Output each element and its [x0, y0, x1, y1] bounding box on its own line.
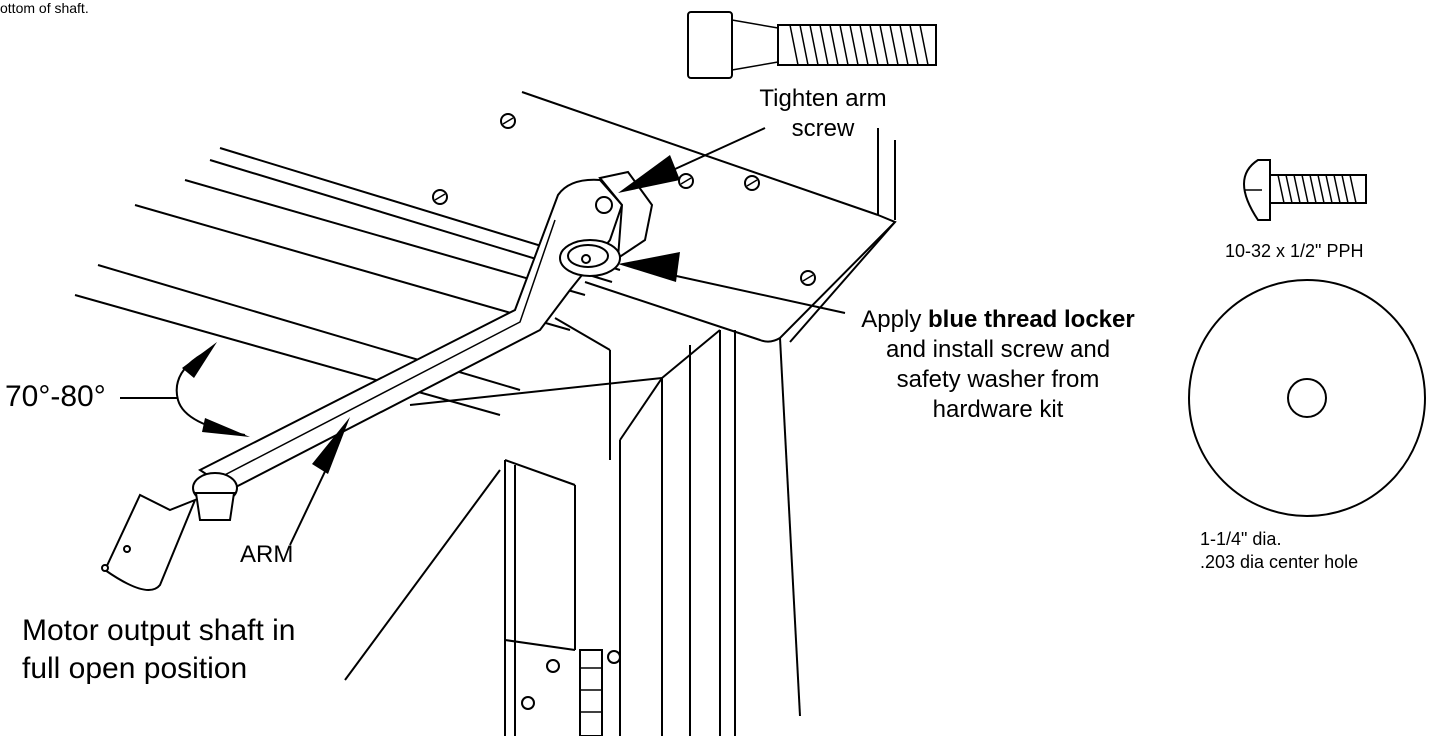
angle-indicator [120, 342, 250, 437]
motor-shaft-label-line2: full open position [22, 651, 248, 685]
washer-icon [1188, 279, 1426, 517]
tighten-arm-screw-label: Tighten arm screw [738, 84, 908, 144]
screw-spec-label: 10-32 x 1/2" PPH [1225, 241, 1364, 261]
apply-label-line1: Apply blue thread locker [848, 305, 1148, 335]
washer-hole-label: .203 dia center hole [1200, 551, 1359, 572]
socket-cap-screw-icon [687, 11, 937, 79]
angle-label: 70°-80° [5, 380, 106, 413]
leaders [289, 127, 846, 681]
plate-screws [432, 113, 816, 286]
apply-label-line4: hardware kit [932, 396, 1064, 423]
arm-label: ARM [240, 541, 294, 568]
motor-shaft-label: Motor output shaft in full open position [22, 612, 296, 687]
tighten-label-line1: Tighten arm [759, 85, 887, 112]
top-note: ottom of shaft. [0, 0, 89, 16]
apply-thread-locker-label: Apply blue thread locker and install scr… [848, 305, 1148, 425]
apply-bold-text: blue thread locker [927, 306, 1135, 333]
washer-spec-label: 1-1/4" dia. .203 dia center hole [1200, 528, 1358, 573]
apply-prefix: Apply [861, 306, 928, 333]
washer-dia-label: 1-1/4" dia. [1200, 529, 1282, 549]
arm [101, 170, 654, 591]
pan-head-screw-icon [1243, 159, 1367, 221]
apply-label-line3: safety washer from [896, 366, 1100, 393]
apply-label-line2: and install screw and [885, 336, 1111, 363]
door-frame [409, 317, 801, 736]
motor-shaft-label-line1: Motor output shaft in [22, 614, 296, 647]
header-frame [74, 91, 897, 416]
tighten-label-line2: screw [791, 115, 855, 142]
